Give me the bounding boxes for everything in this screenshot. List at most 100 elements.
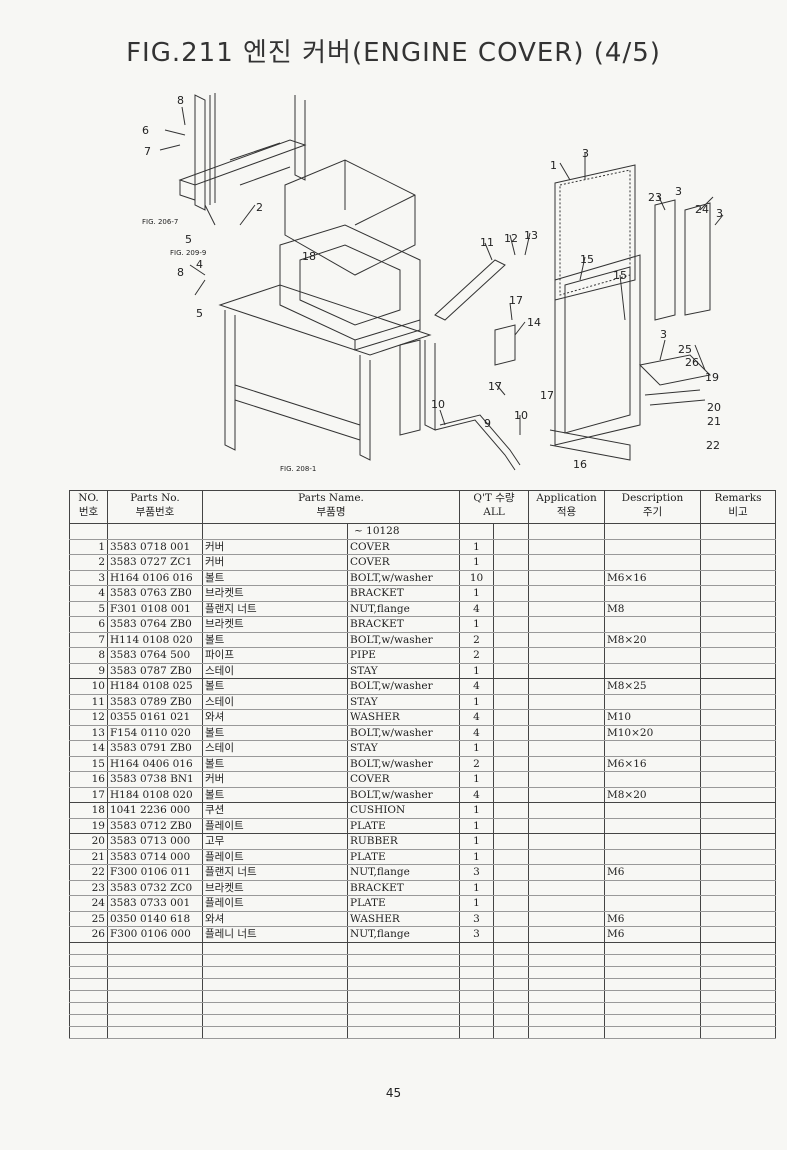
- description: [604, 539, 701, 555]
- application: [528, 864, 605, 881]
- part-name-en: COVER: [347, 539, 460, 555]
- part-name-en: BOLT,w/washer: [347, 725, 460, 741]
- quantity: 1: [459, 880, 494, 896]
- description: [604, 554, 701, 571]
- quantity-extra: [493, 802, 529, 819]
- quantity: 1: [459, 771, 494, 788]
- part-name-kr: 고무: [202, 833, 348, 850]
- empty-cell: [107, 1002, 203, 1015]
- empty-cell: [347, 966, 460, 979]
- application: [528, 911, 605, 927]
- item-number: 16: [69, 771, 108, 788]
- quantity-extra: [493, 787, 529, 803]
- remarks: [700, 802, 776, 819]
- remarks: [700, 911, 776, 927]
- callout-23: 23: [648, 191, 662, 204]
- quantity: 1: [459, 616, 494, 633]
- remarks: [700, 880, 776, 896]
- empty-cell: [459, 1014, 494, 1027]
- part-number: 3583 0791 ZB0: [107, 740, 203, 757]
- part-number: H114 0108 020: [107, 632, 203, 648]
- application: [528, 756, 605, 772]
- callout-4: 4: [196, 258, 203, 271]
- page-number: 45: [385, 1086, 402, 1100]
- item-number: 15: [69, 756, 108, 772]
- item-number: 21: [69, 849, 108, 865]
- part-name-en: PLATE: [347, 818, 460, 834]
- empty-cell: [604, 978, 701, 991]
- part-name-kr: 스테이: [202, 663, 348, 679]
- item-number: 26: [69, 926, 108, 943]
- empty-cell: [493, 942, 529, 955]
- callout-15b: 15: [613, 269, 627, 282]
- part-number: 3583 0712 ZB0: [107, 818, 203, 834]
- callout-8b: 8: [177, 266, 184, 279]
- quantity: 4: [459, 678, 494, 695]
- empty-cell: [69, 966, 108, 979]
- empty-cell: [202, 990, 348, 1003]
- application: [528, 740, 605, 757]
- callout-5b: 5: [196, 307, 203, 320]
- part-number: 3583 0718 001: [107, 539, 203, 555]
- quantity-extra: [493, 880, 529, 896]
- callout-2: 2: [256, 201, 263, 214]
- part-name-en: COVER: [347, 771, 460, 788]
- description: [604, 616, 701, 633]
- part-number: H184 0108 020: [107, 787, 203, 803]
- quantity-extra: [493, 895, 529, 912]
- remarks: [700, 849, 776, 865]
- part-name-kr: 플레니 너트: [202, 926, 348, 943]
- empty-cell: [107, 942, 203, 955]
- part-name-en: PLATE: [347, 849, 460, 865]
- quantity: 3: [459, 911, 494, 927]
- parts-table: NO.번호 Parts No.부품번호 Parts Name.부품명 Q'T 수…: [69, 490, 776, 1039]
- callout-26: 26: [685, 356, 699, 369]
- part-name-en: BOLT,w/washer: [347, 787, 460, 803]
- quantity-extra: [493, 771, 529, 788]
- empty-cell: [107, 978, 203, 991]
- part-number: 3583 0763 ZB0: [107, 585, 203, 602]
- quantity: 1: [459, 818, 494, 834]
- fig-ref-206-7: FIG. 206-7: [142, 218, 178, 226]
- quantity: 10: [459, 570, 494, 586]
- quantity-extra: [493, 585, 529, 602]
- part-name-kr: 볼트: [202, 725, 348, 741]
- callout-18: 18: [302, 250, 316, 263]
- application: [528, 601, 605, 617]
- part-name-kr: 플레이트: [202, 849, 348, 865]
- empty-cell: [700, 1026, 776, 1039]
- remarks: [700, 787, 776, 803]
- item-number: 18: [69, 802, 108, 819]
- callout-6: 6: [142, 124, 149, 137]
- empty-cell: [202, 1014, 348, 1027]
- description: [604, 740, 701, 757]
- quantity: 1: [459, 554, 494, 571]
- part-name-en: RUBBER: [347, 833, 460, 850]
- empty-cell: [459, 942, 494, 955]
- part-number: F300 0106 011: [107, 864, 203, 881]
- empty-cell: [459, 954, 494, 967]
- empty-cell: [700, 1002, 776, 1015]
- callout-24: 24: [695, 203, 709, 216]
- empty-cell: [107, 1026, 203, 1039]
- quantity-extra: [493, 926, 529, 943]
- application: [528, 818, 605, 834]
- part-name-en: COVER: [347, 554, 460, 571]
- callout-13: 13: [524, 229, 538, 242]
- quantity-extra: [493, 601, 529, 617]
- empty-cell: [69, 1026, 108, 1039]
- item-number: 24: [69, 895, 108, 912]
- item-number: 9: [69, 663, 108, 679]
- part-name-kr: 스테이: [202, 740, 348, 757]
- quantity-extra: [493, 694, 529, 710]
